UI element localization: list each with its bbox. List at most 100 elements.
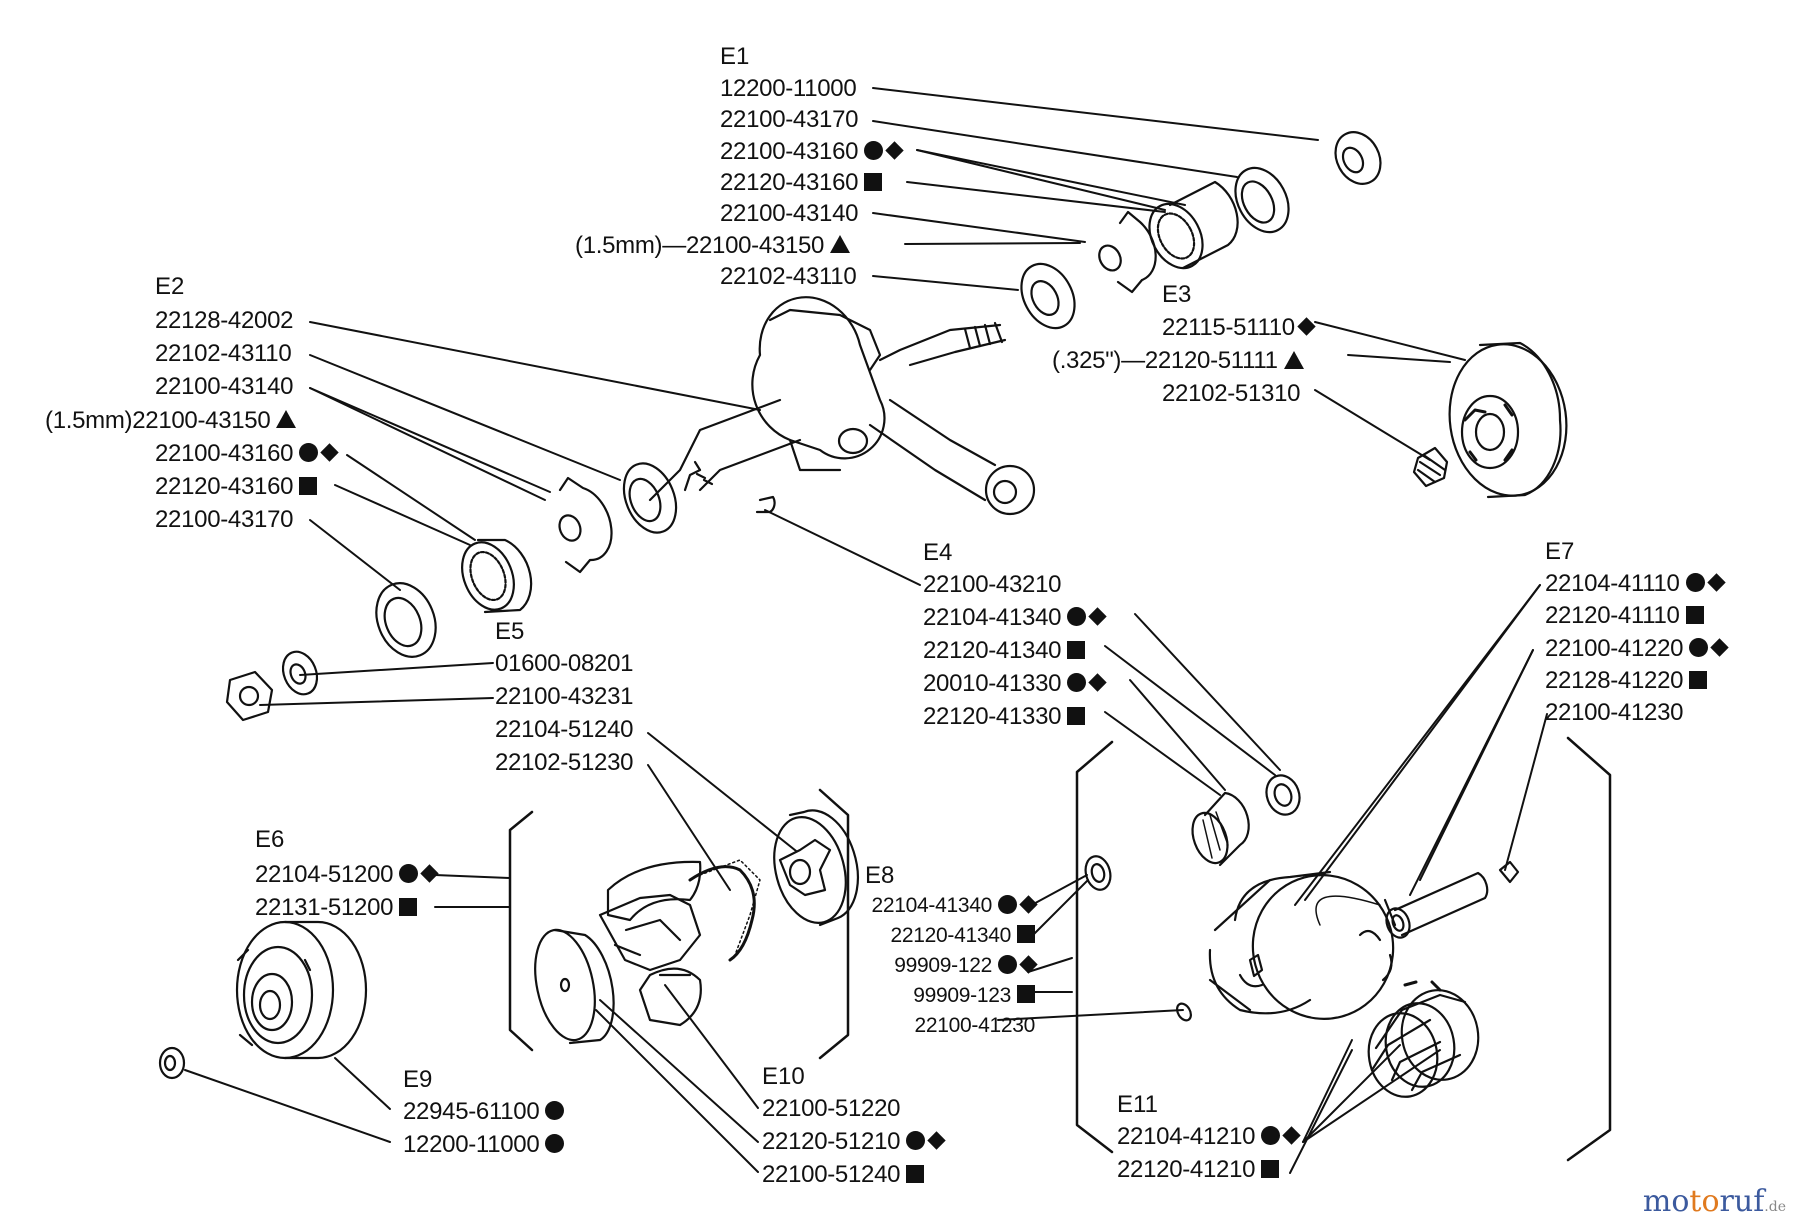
e6-part-label: 22104-51200 xyxy=(255,860,439,890)
circle-icon xyxy=(399,864,419,884)
dimension-note: (1.5mm)— xyxy=(575,231,686,259)
e2-part-label: 22100-43160 xyxy=(155,439,339,469)
circle-icon xyxy=(998,894,1017,914)
e7-part-label: 22120-41110 xyxy=(1545,601,1704,631)
part-number: 22120-41110 xyxy=(1545,602,1680,630)
e2-part-label: (1.5mm)22100-43150 xyxy=(45,406,297,436)
part-number: 22945-61100 xyxy=(403,1098,540,1125)
circle-icon xyxy=(1067,673,1087,693)
square-icon xyxy=(1261,1159,1280,1178)
square-icon xyxy=(1017,925,1035,944)
e4-group-title: E4 xyxy=(923,539,953,566)
e7-part-label: 22100-41230 xyxy=(1545,698,1683,728)
dimension-note: (.325")— xyxy=(1052,347,1145,374)
part-number: 22120-51111 xyxy=(1144,347,1278,374)
e4-part-label: 20010-41330 xyxy=(923,669,1107,699)
e5-part-label: 22102-51230 xyxy=(495,748,633,778)
diamond-icon xyxy=(1706,573,1726,592)
watermark-part3: ruf xyxy=(1719,1184,1765,1219)
triangle-icon xyxy=(1283,350,1304,369)
part-number: 22128-42002 xyxy=(155,307,294,334)
e3-part-label: 22102-51310 xyxy=(1162,379,1300,409)
e1-bearing-parts xyxy=(1020,131,1382,330)
square-icon xyxy=(1689,670,1708,689)
part-number: 22104-41110 xyxy=(1545,570,1680,597)
part-number: 12200-11000 xyxy=(403,1131,540,1158)
part-number: 22104-41340 xyxy=(923,604,1062,631)
e7-group-title: E7 xyxy=(1545,538,1575,565)
e3-part-label: 22115-51110 xyxy=(1162,313,1316,343)
circle-icon xyxy=(1689,637,1709,657)
e2-part-label: 22100-43140 xyxy=(155,372,293,402)
circle-icon xyxy=(1067,607,1087,627)
part-number: 22131-51200 xyxy=(255,894,394,921)
e4-needle-bearing xyxy=(1191,774,1301,867)
group-brackets xyxy=(508,736,1612,1162)
e7-part-label: 22100-41220 xyxy=(1545,634,1729,664)
e5-group-title: E5 xyxy=(495,618,525,645)
e5-clutch-assembly xyxy=(534,809,859,1045)
e2-part-label: 22102-43110 xyxy=(155,339,292,369)
part-number: 22100-41230 xyxy=(914,1014,1036,1037)
circle-icon xyxy=(998,954,1017,974)
e1-part-label: (1.5mm)—22100-43150 xyxy=(575,231,851,261)
diamond-icon xyxy=(885,141,904,160)
part-number: 22100-41220 xyxy=(1545,634,1684,662)
e7-piston-assembly xyxy=(1084,855,1520,1098)
e2-part-label: 22120-43160 xyxy=(155,472,318,502)
square-icon xyxy=(1067,640,1086,659)
circle-icon xyxy=(1261,1126,1281,1146)
part-number: 22115-51110 xyxy=(1162,314,1295,341)
part-number: 22100-43170 xyxy=(155,506,294,534)
e8-part-label: 22104-41340 xyxy=(872,891,1038,921)
triangle-icon xyxy=(276,410,297,429)
e7-part-label: 22128-41220 xyxy=(1545,666,1708,696)
e4-part-label: 22100-43210 xyxy=(923,570,1061,600)
e4-part-label: 22104-41340 xyxy=(923,603,1107,633)
e5-part-label: 22104-51240 xyxy=(495,715,633,745)
e9-part-label: 12200-11000 xyxy=(403,1130,565,1160)
e8-part-label: 99909-122 xyxy=(894,951,1038,981)
part-number: 22120-41330 xyxy=(923,703,1062,730)
diamond-icon xyxy=(1019,895,1038,914)
part-number: 22100-41230 xyxy=(1545,699,1684,727)
e1-part-label: 22120-43160 xyxy=(720,168,883,198)
e1-part-label: 22102-43110 xyxy=(720,262,857,292)
e4-part-label: 22120-41330 xyxy=(923,702,1086,732)
watermark-suffix: .de xyxy=(1764,1199,1786,1215)
part-number: 01600-08201 xyxy=(495,650,634,677)
diamond-icon xyxy=(1019,955,1038,974)
triangle-icon xyxy=(830,235,851,254)
e2-part-label: 22128-42002 xyxy=(155,306,293,336)
watermark-part2: to xyxy=(1689,1184,1720,1219)
part-number: 22100-51240 xyxy=(762,1161,901,1188)
e8-part-label: 99909-123 xyxy=(913,981,1035,1011)
e10-group-title: E10 xyxy=(762,1063,805,1090)
diamond-icon xyxy=(1088,673,1107,692)
e6-part-label: 22131-51200 xyxy=(255,893,418,923)
square-icon xyxy=(906,1164,925,1183)
part-number: 20010-41330 xyxy=(923,670,1062,697)
part-number: 22102-51310 xyxy=(1162,380,1301,407)
e8-group-title: E8 xyxy=(865,862,895,889)
dimension-note: (1.5mm) xyxy=(45,406,133,434)
part-number: 22120-51210 xyxy=(762,1128,901,1155)
e3-group-title: E3 xyxy=(1162,281,1192,308)
circle-icon xyxy=(299,442,319,462)
diamond-icon xyxy=(1282,1126,1301,1145)
part-number: 22102-51230 xyxy=(495,749,634,776)
part-number: 22120-41340 xyxy=(890,924,1012,947)
e10-part-label: 22100-51220 xyxy=(762,1094,900,1124)
square-icon xyxy=(399,897,418,916)
part-number: 22100-43140 xyxy=(155,373,294,401)
leader-lines xyxy=(184,87,1548,1174)
part-number: 22102-43110 xyxy=(720,262,857,290)
circle-icon xyxy=(545,1134,565,1154)
part-number: 99909-123 xyxy=(913,984,1011,1007)
part-number: 22100-43140 xyxy=(720,200,859,228)
e9-part-label: 22945-61100 xyxy=(403,1097,565,1127)
watermark-logo: motoruf.de xyxy=(1643,1184,1786,1219)
part-number: 12200-11000 xyxy=(720,75,857,102)
part-number: 22100-43150 xyxy=(132,406,271,434)
e11-part-label: 22104-41210 xyxy=(1117,1122,1301,1152)
